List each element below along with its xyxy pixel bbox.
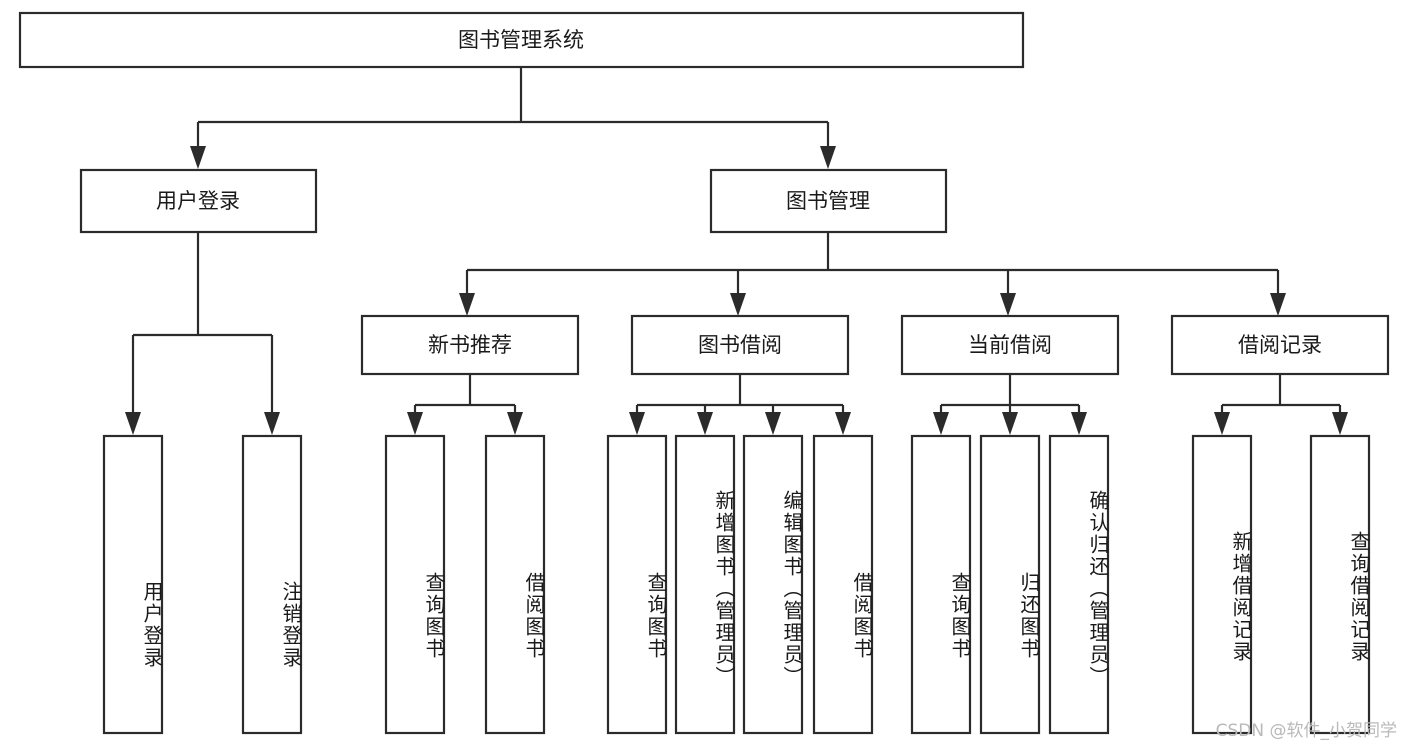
arrow-head-user-login-leaf-2 [264, 412, 280, 435]
arrow-head-current-borrow-leaf-3 [1071, 412, 1087, 435]
leaf-box-user-login-2[interactable] [241, 434, 303, 735]
node-borrow-record[interactable]: 借阅记录 [1170, 314, 1390, 376]
leaf-box-current-borrow-2[interactable] [979, 434, 1041, 735]
connector-book-borrow-to-leaves [629, 374, 851, 435]
leaf-box-book-borrow-2[interactable] [674, 434, 736, 735]
connector-new-book-to-leaves [407, 374, 523, 435]
node-root-box[interactable] [18, 11, 1025, 69]
leaf-box-book-borrow-1[interactable] [606, 434, 668, 735]
leaf-box-current-borrow-1[interactable] [910, 434, 972, 735]
node-user-login[interactable]: 用户登录 [79, 168, 318, 234]
node-user-login-label: 用户登录 [156, 189, 240, 213]
connector-user-login-to-leaves [125, 232, 280, 435]
arrow-head-user-login-leaf-1 [125, 412, 141, 435]
arrow-head-book-borrow-leaf-4 [835, 412, 851, 435]
node-new-book-recommend-box[interactable] [360, 314, 580, 376]
node-book-borrow-label: 图书借阅 [698, 333, 782, 357]
node-new-book-recommend-label: 新书推荐 [428, 333, 512, 357]
leaf-box-borrow-record-2[interactable] [1309, 434, 1371, 735]
connector-current-borrow-to-leaves [933, 374, 1087, 435]
node-book-manage-label: 图书管理 [786, 189, 870, 213]
node-book-borrow[interactable]: 图书借阅 [630, 314, 850, 376]
arrow-head-current-borrow-leaf-2 [1002, 412, 1018, 435]
arrow-head-borrow-record-leaf-2 [1332, 412, 1348, 435]
node-current-borrow-label: 当前借阅 [968, 333, 1052, 357]
node-book-manage[interactable]: 图书管理 [709, 168, 948, 234]
arrow-head-new-book [459, 293, 475, 316]
leaf-box-user-login-1[interactable] [102, 434, 164, 735]
node-book-manage-box[interactable] [709, 168, 948, 234]
arrow-head-book-borrow-leaf-1 [629, 412, 645, 435]
arrow-head-current-borrow [1000, 293, 1016, 316]
arrow-head-book-manage [820, 146, 836, 169]
arrow-head-book-borrow-leaf-2 [697, 412, 713, 435]
node-root-label: 图书管理系统 [458, 28, 584, 52]
node-new-book-recommend[interactable]: 新书推荐 [360, 314, 580, 376]
leaf-box-new-book-1[interactable] [384, 434, 446, 735]
arrow-head-borrow-record-leaf-1 [1214, 412, 1230, 435]
connector-borrow-record-to-leaves [1214, 374, 1348, 435]
leaf-box-current-borrow-3[interactable] [1048, 434, 1110, 735]
node-root[interactable]: 图书管理系统 [18, 11, 1025, 69]
arrow-head-book-borrow-leaf-3 [765, 412, 781, 435]
leaf-box-book-borrow-4[interactable] [812, 434, 874, 735]
arrow-head-book-borrow [730, 293, 746, 316]
leaf-box-borrow-record-1[interactable] [1191, 434, 1253, 735]
csdn-watermark: CSDN @软件_小贺同学 [1215, 721, 1397, 741]
arrow-head-current-borrow-leaf-1 [933, 412, 949, 435]
arrow-head-borrow-record [1270, 293, 1286, 316]
leaf-box-new-book-2[interactable] [484, 434, 546, 735]
node-borrow-record-box[interactable] [1170, 314, 1390, 376]
arrow-head-new-book-leaf-1 [407, 412, 423, 435]
arrow-head-user-login [190, 146, 206, 169]
node-current-borrow[interactable]: 当前借阅 [900, 314, 1120, 376]
node-current-borrow-box[interactable] [900, 314, 1120, 376]
node-book-borrow-box[interactable] [630, 314, 850, 376]
connector-book-manage-to-level3 [459, 232, 1286, 316]
connector-root-to-level2 [190, 67, 836, 169]
leaf-box-book-borrow-3[interactable] [742, 434, 804, 735]
arrow-head-new-book-leaf-2 [507, 412, 523, 435]
node-borrow-record-label: 借阅记录 [1238, 333, 1322, 357]
